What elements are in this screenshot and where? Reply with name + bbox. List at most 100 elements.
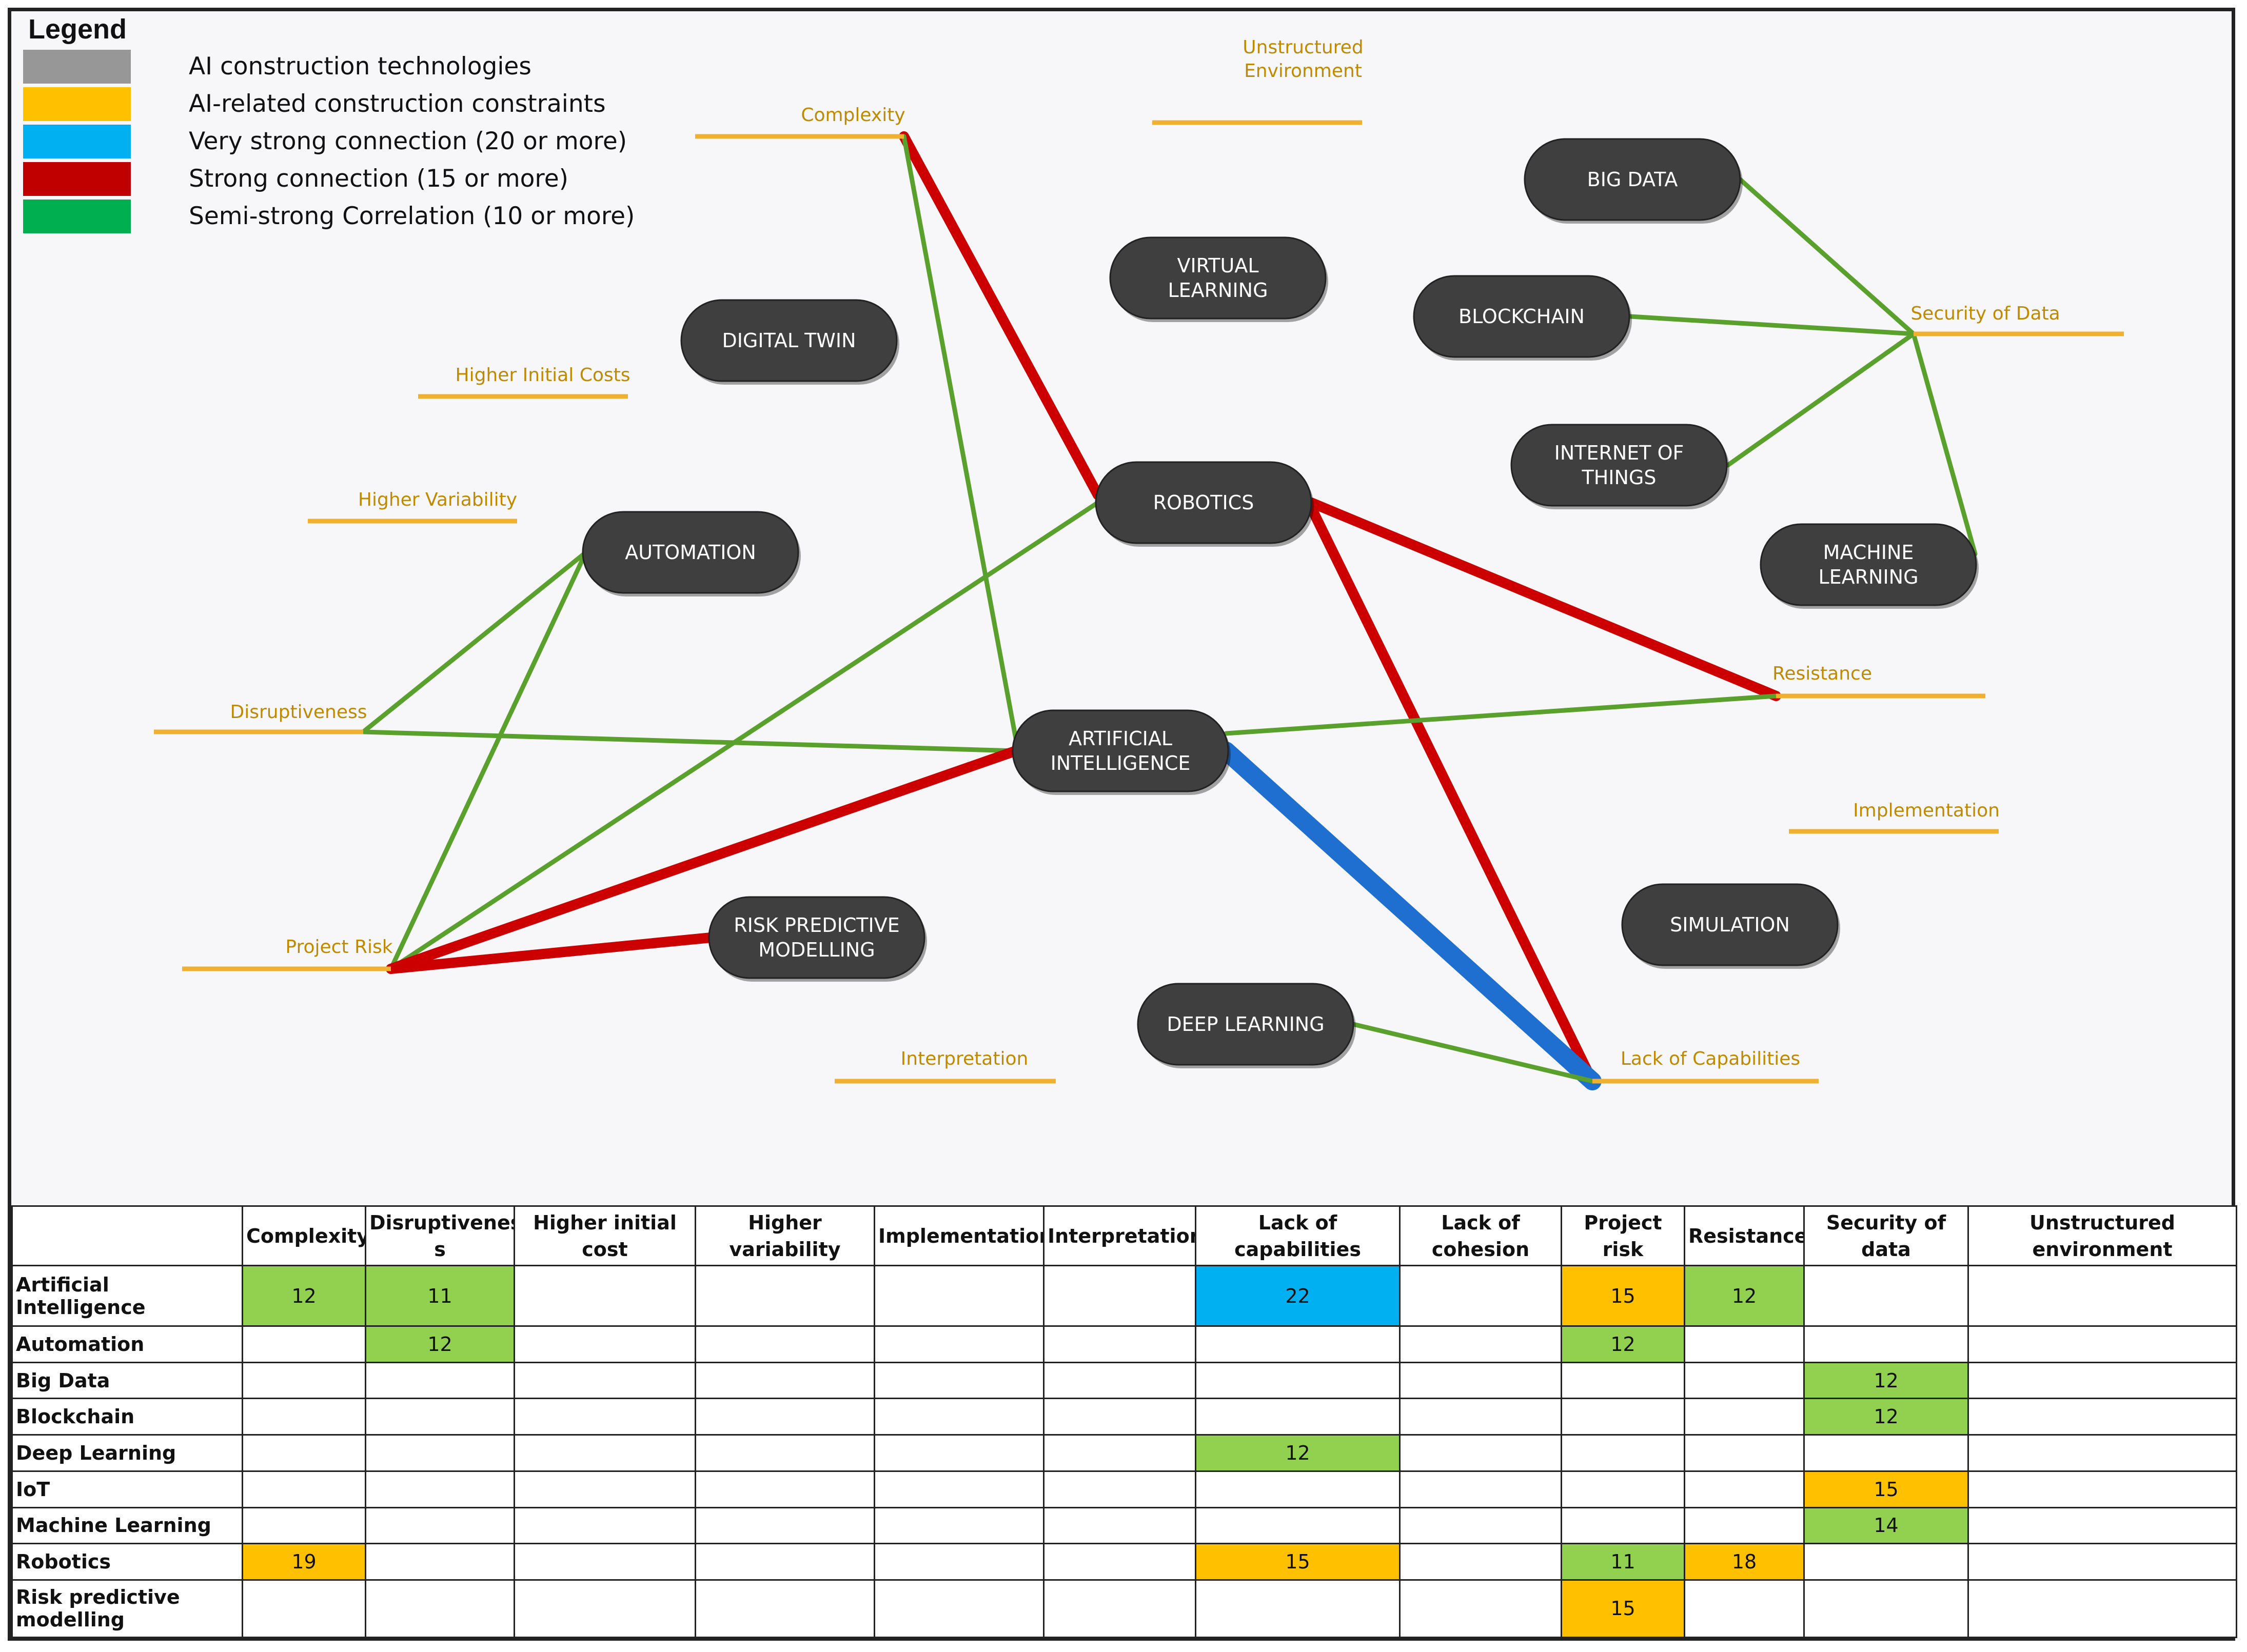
column-header: Implementation [874,1205,1044,1266]
table-cell [695,1434,875,1472]
constraint-higher-initial-costs: Higher Initial Costs [418,365,630,399]
table-cell [1684,1361,1805,1400]
connection-line-artificial-intelligence-to-resistance [1224,693,1779,736]
constraint-resistance: Resistance [1772,663,1985,699]
constraint-label: Unstructured [1243,37,1363,58]
table-cell [1684,1579,1805,1639]
node-label: AUTOMATION [625,541,756,564]
table-cell [874,1264,1044,1327]
connection-line-deep-learning-to-lack-of-capabilities [1351,1022,1595,1084]
constraint-security-of-data: Security of Data [1910,303,2124,336]
tech-node-simulation: SIMULATION [1621,883,1840,969]
table-cell [1043,1506,1196,1545]
table-cell [514,1325,696,1363]
table-cell [1967,1543,2237,1581]
column-header: Unstructured environment [1967,1205,2237,1266]
table-cell [1043,1470,1196,1508]
constraint-higher-variability: Higher Variability [308,489,517,524]
constraint-label: Higher Initial Costs [456,365,630,386]
table-cell [1967,1434,2237,1472]
table-cell [1684,1434,1805,1472]
table-cell [1803,1543,1969,1581]
table-cell [695,1398,875,1436]
legend-item-label: Strong connection (15 or more) [189,165,568,193]
table-cell [242,1361,366,1400]
table-cell [1684,1325,1805,1363]
table-cell [1399,1264,1562,1327]
row-label: Machine Learning [11,1506,243,1545]
table-cell [1195,1325,1401,1363]
table-cell: 12 [1195,1434,1401,1472]
table-cell [695,1361,875,1400]
table-cell [1684,1506,1805,1545]
table-cell: 15 [1561,1264,1685,1327]
node-label: INTELLIGENCE [1051,752,1191,774]
connection-line-machine-learning-to-security-of-data [1911,331,1978,556]
table-cell: 11 [1561,1543,1685,1581]
table-cell [1399,1361,1562,1400]
connection-line-artificial-intelligence-to-disruptiveness [361,729,1018,753]
constraint-label: Implementation [1853,800,2000,821]
node-pill [680,299,898,382]
node-label: INTERNET OF [1554,442,1684,464]
table-cell: 18 [1684,1543,1805,1581]
table-cell [242,1506,366,1545]
node-label: MODELLING [758,939,875,961]
table-cell [514,1361,696,1400]
table-corner-header [11,1205,243,1266]
table-cell [1561,1398,1685,1436]
node-pill [1095,461,1312,544]
table-cell [874,1579,1044,1639]
node-pill [1109,236,1327,320]
table-cell [1399,1543,1562,1581]
legend-swatch [23,125,131,158]
table-cell [1803,1264,1969,1327]
table-cell [1043,1434,1196,1472]
table-cell [514,1434,696,1472]
table-cell [1399,1434,1562,1472]
technologies: BIG DATAVIRTUALLEARNINGBLOCKCHAINDIGITAL… [582,138,1979,1068]
table-cell [874,1543,1044,1581]
row-label: Blockchain [11,1398,243,1436]
node-label: ARTIFICIAL [1069,727,1172,750]
table-cell: 12 [242,1264,366,1327]
table-cell [514,1506,696,1545]
column-header: Lack of cohesion [1399,1205,1562,1266]
table-cell [1043,1264,1196,1327]
table-cell [1561,1470,1685,1508]
node-pill [1510,424,1728,507]
table-cell: 15 [1803,1470,1969,1508]
legend-swatch [23,50,131,84]
row-label: Robotics [11,1543,243,1581]
node-pill [1413,275,1630,358]
table-cell [242,1325,366,1363]
table-cell [365,1361,515,1400]
connection-line-robotics-to-lack-of-capabilities [1306,503,1598,1086]
table-cell [1803,1325,1969,1363]
constraint-label: Interpretation [901,1048,1029,1069]
row-label: Automation [11,1325,243,1363]
table-cell [1967,1264,2237,1327]
tech-node-automation: AUTOMATION [582,511,801,596]
table-cell [1195,1470,1401,1508]
table-cell [1195,1361,1401,1400]
table-cell [695,1470,875,1508]
constraint-label: Higher Variability [358,489,517,510]
table-cell [874,1470,1044,1508]
table-cell [874,1506,1044,1545]
column-header: Interpretation [1043,1205,1196,1266]
table-cell [514,1470,696,1508]
connections [361,131,1978,1090]
tech-node-digital-twin: DIGITAL TWIN [680,299,899,385]
table-cell: 22 [1195,1264,1401,1327]
table-cell [365,1470,515,1508]
node-pill [1137,983,1354,1066]
